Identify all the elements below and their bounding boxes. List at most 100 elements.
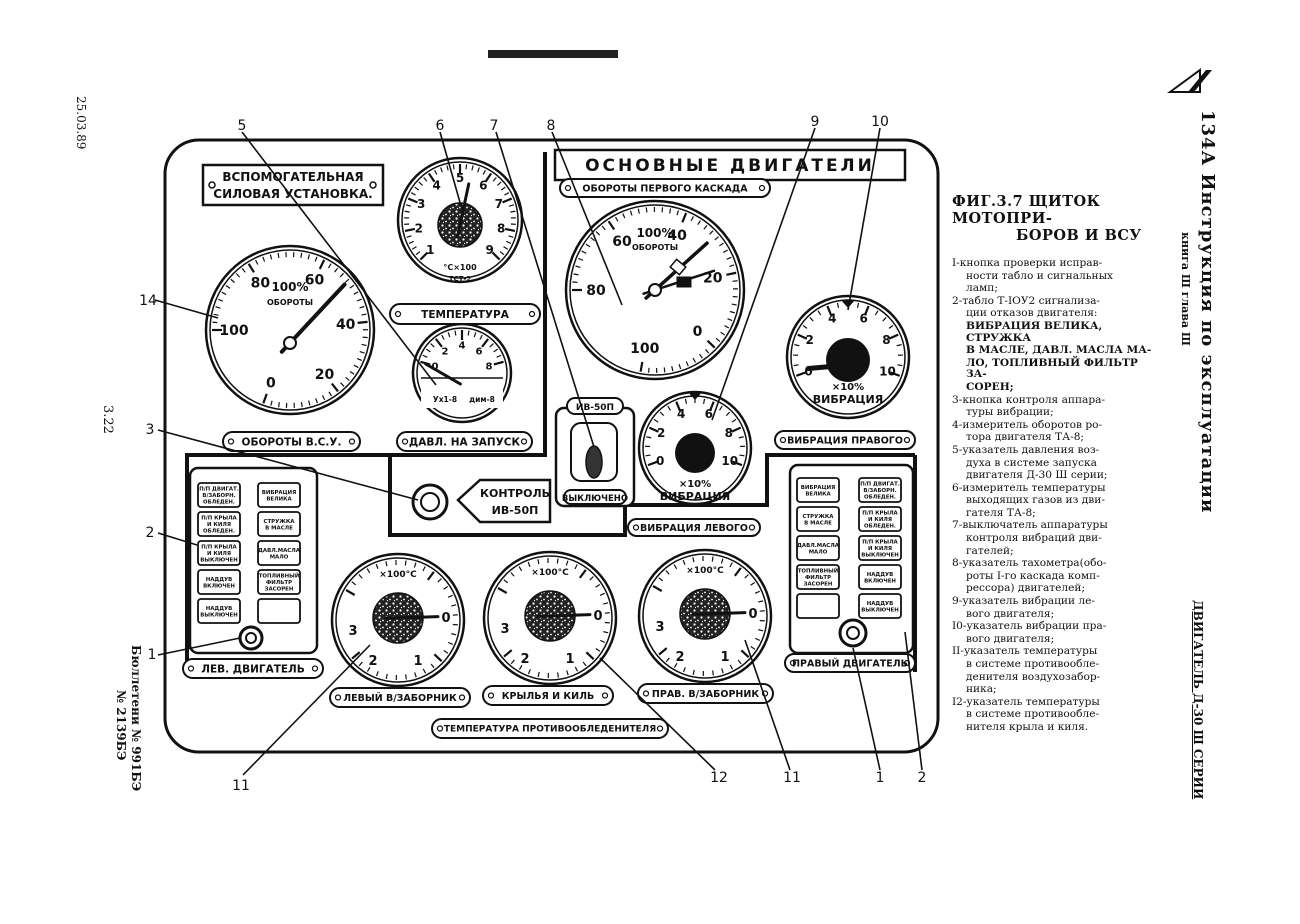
- tile-text: ВЕЛИКА: [805, 491, 831, 497]
- apu-rpm-label: ОБОРОТЫ В.С.У.: [222, 431, 361, 452]
- dial-tick-label: 5: [456, 171, 464, 185]
- dial-tick-label: 2: [805, 333, 813, 347]
- dial-tick-label: 100: [630, 341, 659, 357]
- apu-title-2: СИЛОВАЯ УСТАНОВКА.: [213, 187, 372, 201]
- tile-text: В МАСЛЕ: [265, 525, 293, 531]
- page-number: 3.22: [100, 405, 115, 434]
- legend-line: I2-указатель температуры: [952, 695, 1100, 708]
- callout-lines: [154, 127, 923, 776]
- vibration-switch[interactable]: ИВ-50П ВЫКЛЮЧЕНО: [554, 397, 636, 508]
- callout-5: 5: [238, 118, 247, 134]
- deicer-needle: [384, 615, 440, 620]
- dial-tick-label: 7: [495, 197, 503, 211]
- tile-text: П/П КРЫЛА: [201, 516, 237, 522]
- legend-line: ЛО, ТОПЛИВНЫЙ ФИЛЬТР ЗА-: [966, 356, 1138, 381]
- dial-tick-label: 9: [486, 243, 494, 257]
- bulletin-number: Бюллетени № 991БЭ: [129, 645, 143, 792]
- tile-text: В МАСЛЕ: [804, 520, 832, 526]
- figure-title-line-2: БОРОВ И ВСУ: [1016, 227, 1142, 244]
- dial-tick-label: 2: [415, 221, 423, 235]
- tile-text: НАДДУВ: [867, 572, 894, 578]
- dial-tick-label: 100: [219, 323, 248, 339]
- legend-line: вого двигателя;: [966, 632, 1055, 645]
- legend-line: I0-указатель вибрации пра-: [952, 620, 1107, 633]
- dial-tick-label: 80: [586, 283, 606, 299]
- annunciator-tile: П/П ДВИГАТ.В/ЗАБОРН.ОБЛЕДЕН.: [858, 477, 902, 503]
- vibration-label: ВИБРАЦИЯ: [660, 490, 730, 503]
- tile-text: П/П ДВИГАТ.: [199, 487, 239, 493]
- tile-text: ОБЛЕДЕН.: [864, 524, 896, 530]
- annunciator-tile: П/П ДВИГАТ.В/ЗАБОРН.ОБЛЕДЕН.: [197, 482, 241, 508]
- tile-text: ВЕЛИКА: [266, 496, 292, 502]
- callout-2-left: 2: [146, 525, 155, 541]
- tile-text: ВКЛЮЧЕН: [203, 583, 235, 589]
- tile-text: В/ЗАБОРН.: [863, 488, 896, 494]
- deicer-tick-label: 2: [368, 654, 377, 669]
- callout-9: 9: [811, 114, 820, 130]
- deicer-tick-label: 1: [413, 654, 422, 669]
- tile-text: ОБЛЕДЕН.: [203, 529, 235, 535]
- x100c-label: ×100°C: [686, 566, 724, 576]
- tile-text: ДАВЛ.МАСЛА: [258, 548, 301, 554]
- dial-tick-label: 6: [860, 311, 868, 325]
- oboroty-label: ОБОРОТЫ: [632, 243, 678, 252]
- tile-text: И КИЛЯ: [868, 517, 892, 523]
- dial-tick-label: 0: [266, 376, 276, 392]
- apu-title-box: ВСПОМОГАТЕЛЬНАЯ СИЛОВАЯ УСТАНОВКА.: [201, 163, 385, 207]
- x100c-label: ×100°C: [531, 568, 569, 578]
- dial-tick-label: 0: [804, 365, 812, 379]
- legend-line: 9-указатель вибрации ле-: [952, 595, 1095, 608]
- index-mark: [841, 300, 855, 308]
- right-engine-label-text: ПРАВЫЙ ДВИГАТЕЛЬ: [792, 657, 908, 669]
- dial-tick-label: 40: [336, 317, 356, 333]
- legend-line: духа в системе запуска: [966, 456, 1097, 469]
- legend-line: выходящих газов из дви-: [966, 494, 1105, 507]
- callout-numbers: 5 6 7 8 9 10 14 3 2 1 11 12 11 1 2: [139, 114, 926, 794]
- first-stage-rpm-label-text: ОБОРОТЫ ПЕРВОГО КАСКАДА: [582, 183, 748, 194]
- pct-100-label: 100%: [271, 280, 308, 294]
- tile-text: ВЫКЛЮЧЕН: [200, 612, 238, 618]
- temperature-label-text: ТЕМПЕРАТУРА: [421, 309, 510, 321]
- tile-text: МАЛО: [270, 554, 289, 560]
- index-mark: [688, 392, 702, 400]
- figure-title: ФИГ.3.7 ЩИТОК МОТОПРИ- БОРОВ И ВСУ: [952, 193, 1157, 244]
- callout-11-left: 11: [232, 778, 250, 794]
- vib-right-needle: [805, 361, 863, 371]
- left-intake-label: ЛЕВЫЙ В/ЗАБОРНИК: [329, 687, 471, 708]
- right-intake-label: ПРАВ. В/ЗАБОРНИК: [637, 683, 774, 704]
- dial-tick-label: 6: [705, 407, 713, 421]
- legend-line: 4-измеритель оборотов ро-: [952, 418, 1103, 431]
- tile-text: И КИЛЯ: [868, 546, 892, 552]
- legend-line: 7-выключатель аппаратуры: [952, 519, 1108, 532]
- scan-bar: [488, 50, 618, 58]
- left-annunciator-panel: П/П ДВИГАТ.В/ЗАБОРН.ОБЛЕДЕН. ВИБРАЦИЯВЕЛИ…: [188, 466, 319, 655]
- dial-tick-label: 10: [879, 365, 896, 379]
- figure-legend: I-кнопка проверки исправ-ности табло и с…: [952, 257, 1157, 734]
- toggle-lever[interactable]: [585, 445, 603, 479]
- needle-hub: [283, 336, 297, 350]
- wings-fin-label-text: КРЫЛЬЯ И КИЛЬ: [502, 691, 594, 702]
- dial-tick-label: 8: [882, 333, 890, 347]
- press-unit-2: дим-8: [469, 395, 495, 404]
- press-unit: Ух1-8: [433, 395, 457, 404]
- callout-8: 8: [547, 118, 556, 134]
- x10-label: ×10%: [832, 382, 864, 393]
- legend-line: гателя ТА-8;: [966, 506, 1036, 519]
- control-label-2: ИВ-50П: [492, 504, 539, 517]
- legend-line: вого двигателя;: [966, 607, 1055, 620]
- tile-text: ФИЛЬТР: [805, 575, 831, 581]
- dial-tick-label: 20: [315, 367, 335, 383]
- wings-fin-label: КРЫЛЬЯ И КИЛЬ: [482, 685, 614, 706]
